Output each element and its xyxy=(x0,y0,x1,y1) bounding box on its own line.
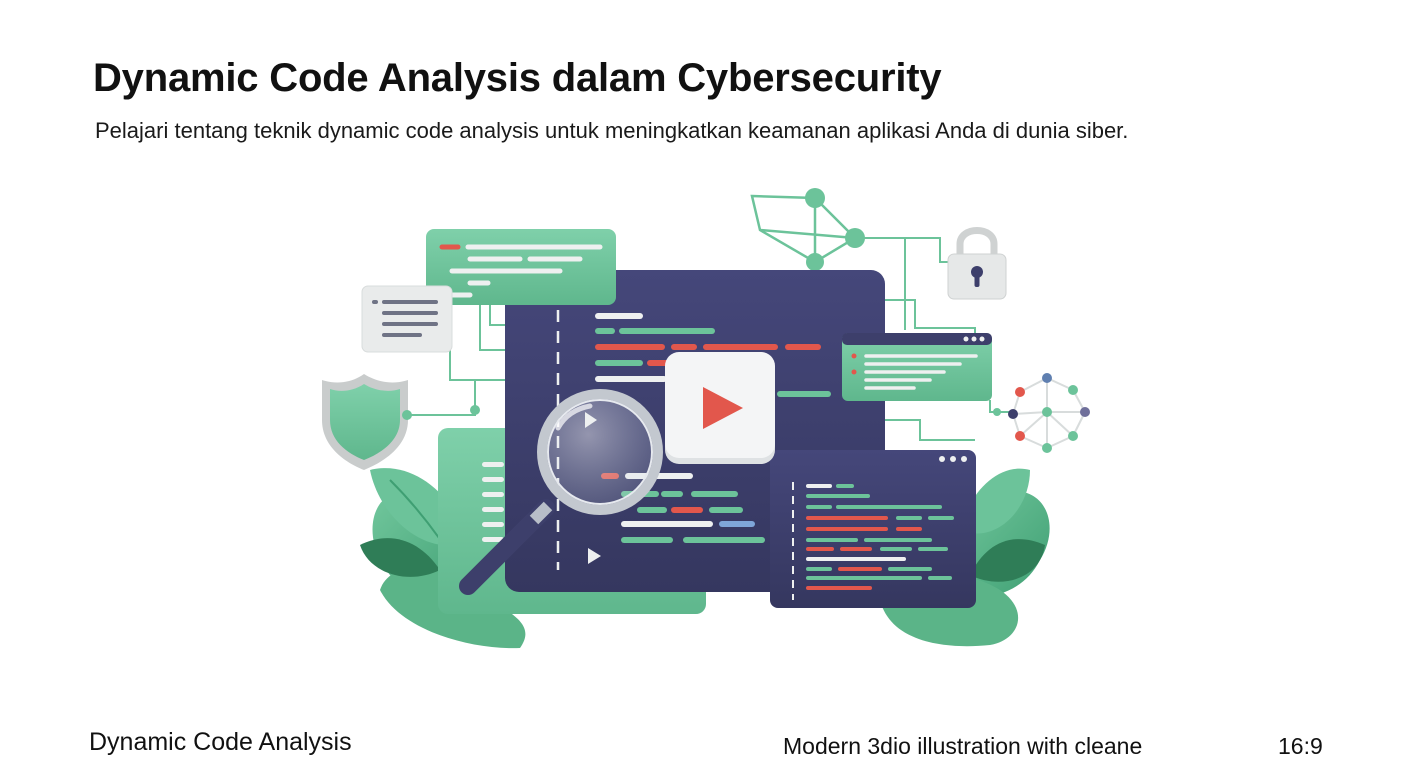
play-button-icon xyxy=(665,352,775,464)
note-card xyxy=(361,285,453,353)
padlock-icon xyxy=(947,227,1007,300)
network-graph-icon xyxy=(750,188,865,271)
footer-label: Dynamic Code Analysis xyxy=(89,728,352,756)
footer-description: Modern 3dio illustration with cleane xyxy=(783,733,1143,759)
magnifier-icon xyxy=(459,389,663,595)
page-subtitle: Pelajari tentang teknik dynamic code ana… xyxy=(95,118,1129,143)
shield-icon xyxy=(322,374,480,470)
terminal-window xyxy=(770,450,976,608)
code-card-top xyxy=(426,229,616,305)
aspect-ratio-label: 16:9 xyxy=(1278,733,1323,759)
hero-illustration xyxy=(300,180,1110,660)
network-nodes-icon xyxy=(993,373,1090,453)
code-card-right xyxy=(842,333,992,401)
page-title: Dynamic Code Analysis dalam Cybersecurit… xyxy=(93,56,942,100)
